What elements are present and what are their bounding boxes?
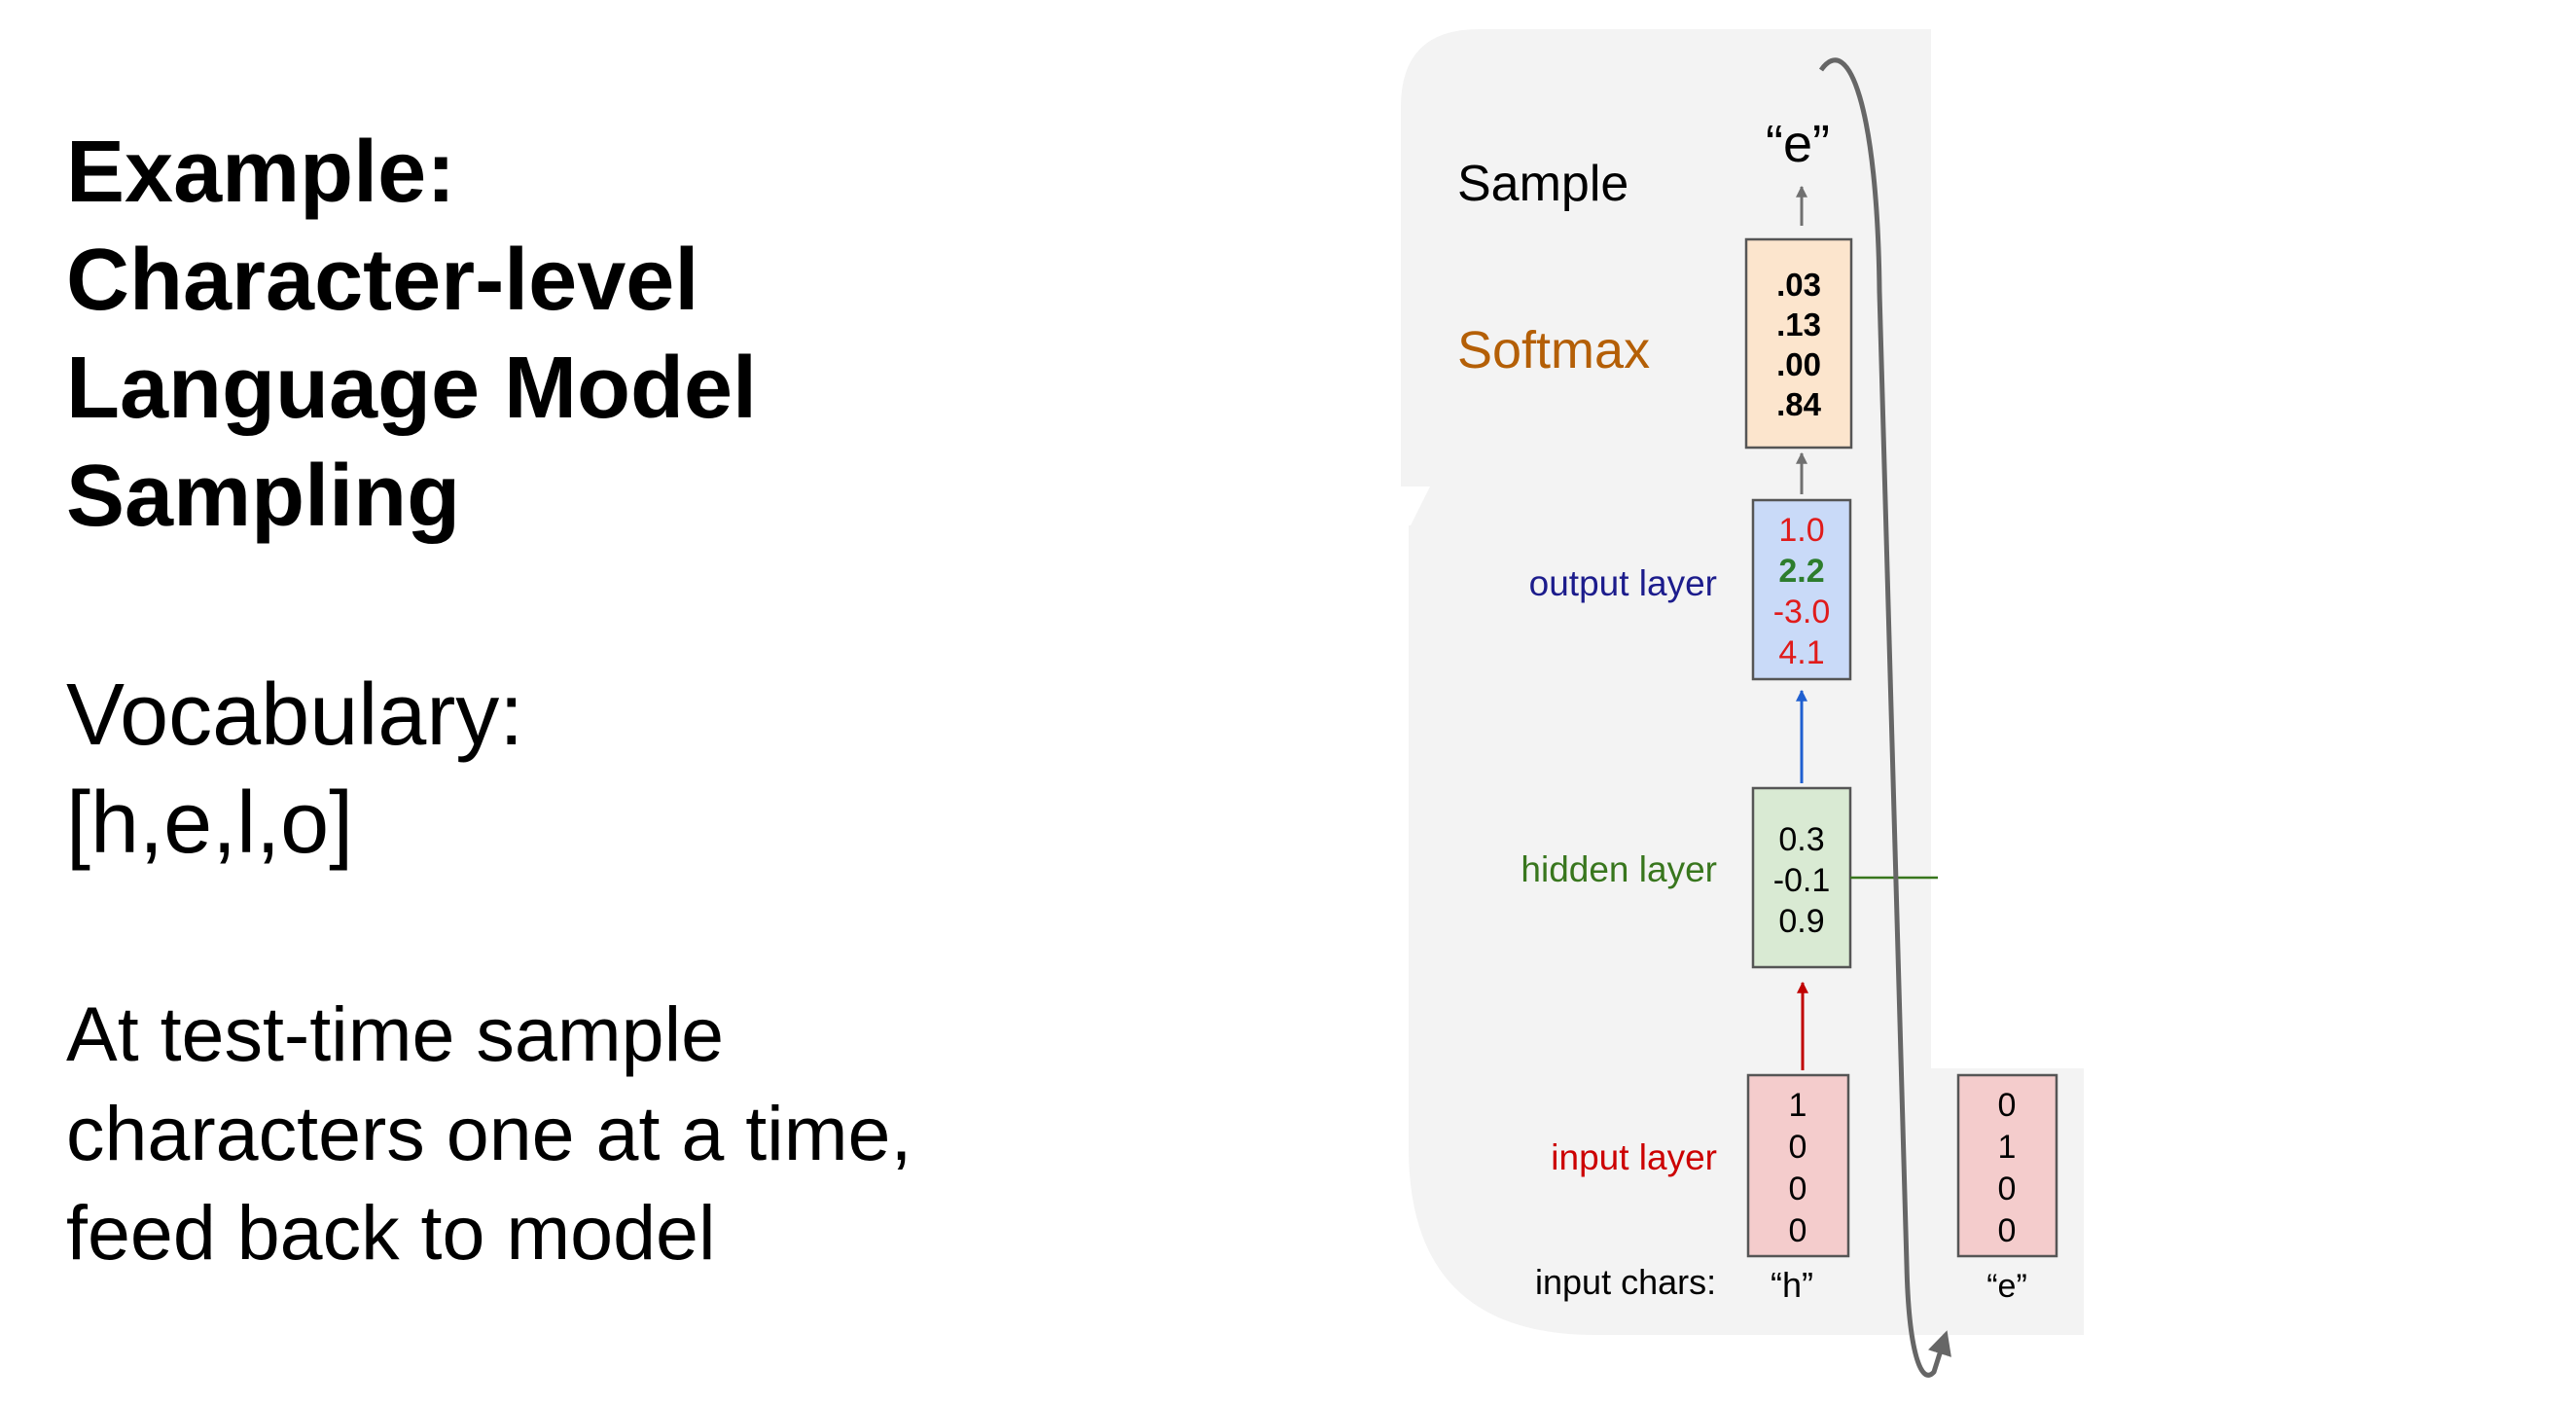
input-value: 1 (1789, 1087, 1807, 1124)
softmax-value: .13 (1776, 306, 1821, 342)
hidden-value: -0.1 (1773, 862, 1831, 899)
vocab-line: Vocabulary: (66, 666, 524, 764)
output-value: 4.1 (1778, 634, 1824, 671)
softmax-value: .84 (1776, 386, 1822, 422)
title-line: Language Model (66, 340, 758, 437)
output-layer-box (1751, 498, 1852, 681)
input-value: 0 (1998, 1171, 2017, 1207)
softmax-value: .03 (1776, 267, 1821, 303)
output-value: -3.0 (1773, 594, 1831, 630)
feedback-loop-arrow (1818, 57, 1951, 1378)
vocabulary-block: Vocabulary: [h,e,l,o] (66, 662, 523, 878)
softmax-label: Softmax (1457, 321, 1650, 379)
output-value: 1.0 (1778, 512, 1824, 549)
hidden-value: 0.9 (1778, 903, 1824, 940)
desc-line: feed back to model (66, 1189, 716, 1276)
desc-line: characters one at a time, (66, 1090, 912, 1176)
input-layer-box-2 (1956, 1073, 2058, 1258)
output-layer-label: output layer (1529, 563, 1717, 603)
sampled-char: “e” (1766, 115, 1830, 173)
description-block: At test-time sample characters one at a … (66, 985, 912, 1282)
input-value: 0 (1789, 1171, 1807, 1207)
input-value: 1 (1998, 1129, 2017, 1166)
title-line: Sampling (66, 448, 461, 545)
vocab-line: [h,e,l,o] (66, 775, 354, 872)
input-value: 0 (1998, 1087, 2017, 1124)
output-value: 2.2 (1778, 553, 1824, 590)
desc-line: At test-time sample (66, 991, 725, 1077)
input-chars-label: input chars: (1535, 1262, 1716, 1302)
input-value: 0 (1789, 1212, 1807, 1249)
hidden-value: 0.3 (1778, 821, 1824, 858)
softmax-box (1744, 237, 1853, 450)
hidden-layer-label: hidden layer (1521, 849, 1717, 889)
title-line: Character-level (66, 232, 699, 329)
sample-label: Sample (1457, 156, 1628, 212)
softmax-value: .00 (1776, 346, 1821, 382)
input-layer-label: input layer (1551, 1137, 1717, 1177)
diagram-panel-bottom (1409, 486, 2084, 1335)
input-value: 0 (1998, 1212, 2017, 1249)
panel-notch (1401, 486, 1430, 525)
slide-title: Example: Character-level Language Model … (66, 119, 1039, 551)
input-layer-box-1 (1746, 1073, 1850, 1258)
input-char-2: “e” (1986, 1268, 2027, 1305)
hidden-layer-box (1751, 786, 1852, 969)
input-value: 0 (1789, 1129, 1807, 1166)
input-char-1: “h” (1771, 1265, 1813, 1305)
title-line: Example: (66, 124, 456, 221)
